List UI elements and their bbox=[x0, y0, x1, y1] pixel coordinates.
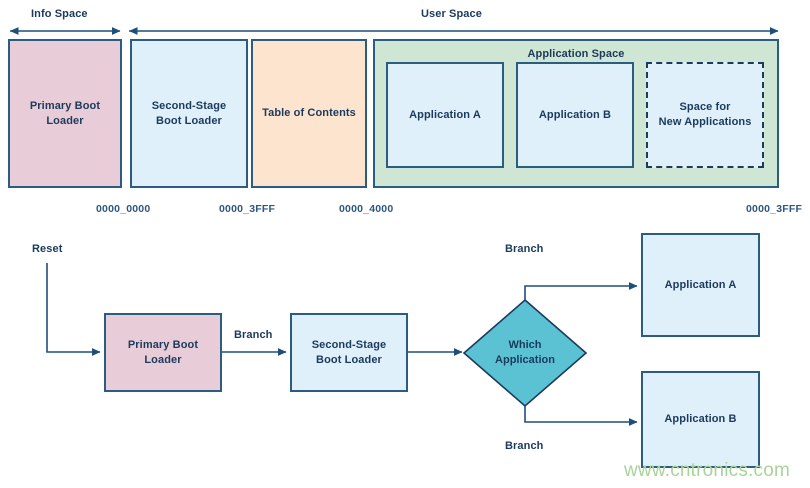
memslot-space-for-new-applications: Space for New Applications bbox=[646, 62, 764, 168]
memregion-primary-boot-loader-label: Primary Boot Loader bbox=[29, 99, 101, 127]
memslot-space-for-new-applications-label: Space for New Applications bbox=[658, 101, 752, 128]
memslot-application-a: Application A bbox=[386, 62, 504, 168]
address-label-0000-0000: 0000_0000 bbox=[96, 203, 151, 215]
reset-label: Reset bbox=[32, 243, 63, 255]
info-space-label: Info Space bbox=[31, 8, 88, 20]
flownode-which-application: Which Application bbox=[464, 300, 586, 406]
connector-decision-to-app-b bbox=[524, 406, 638, 426]
flownode-application-b: Application B bbox=[641, 371, 760, 468]
memregion-table-of-contents: Table of Contents bbox=[251, 39, 367, 188]
memslot-application-a-label: Application A bbox=[409, 108, 481, 121]
flownode-primary-boot-loader: Primary Boot Loader bbox=[104, 313, 222, 392]
branch-label-decision-to-app-a: Branch bbox=[505, 243, 544, 255]
address-label-0000-3fff-high: 0000_3FFF bbox=[746, 203, 803, 215]
watermark-text: www.cntronics.com bbox=[624, 460, 790, 481]
flownode-primary-boot-loader-label: Primary Boot Loader bbox=[127, 338, 199, 366]
flownode-which-application-label: Which Application bbox=[495, 339, 555, 366]
connector-decision-to-app-a bbox=[524, 282, 638, 300]
memregion-second-stage-boot-loader-label: Second-Stage Boot Loader bbox=[151, 99, 227, 127]
memregion-table-of-contents-label: Table of Contents bbox=[262, 107, 356, 120]
memregion-primary-boot-loader: Primary Boot Loader bbox=[8, 39, 122, 188]
flownode-application-a-label: Application A bbox=[664, 278, 737, 291]
flownode-second-stage-boot-loader-label: Second-Stage Boot Loader bbox=[311, 338, 387, 366]
user-space-label: User Space bbox=[421, 8, 482, 20]
branch-label-decision-to-app-b: Branch bbox=[505, 440, 544, 452]
flownode-application-b-label: Application B bbox=[664, 413, 737, 426]
branch-label-pbl-to-ssbl: Branch bbox=[234, 329, 273, 341]
memregion-second-stage-boot-loader: Second-Stage Boot Loader bbox=[130, 39, 248, 188]
address-label-0000-3fff-low: 0000_3FFF bbox=[219, 203, 276, 215]
memslot-application-b: Application B bbox=[516, 62, 634, 168]
application-space-title: Application Space bbox=[527, 48, 625, 60]
memslot-application-b-label: Application B bbox=[538, 108, 612, 121]
address-label-0000-4000: 0000_4000 bbox=[339, 203, 394, 215]
flownode-second-stage-boot-loader: Second-Stage Boot Loader bbox=[290, 313, 408, 392]
flownode-application-a: Application A bbox=[641, 233, 760, 337]
reset-connector bbox=[46, 263, 101, 356]
